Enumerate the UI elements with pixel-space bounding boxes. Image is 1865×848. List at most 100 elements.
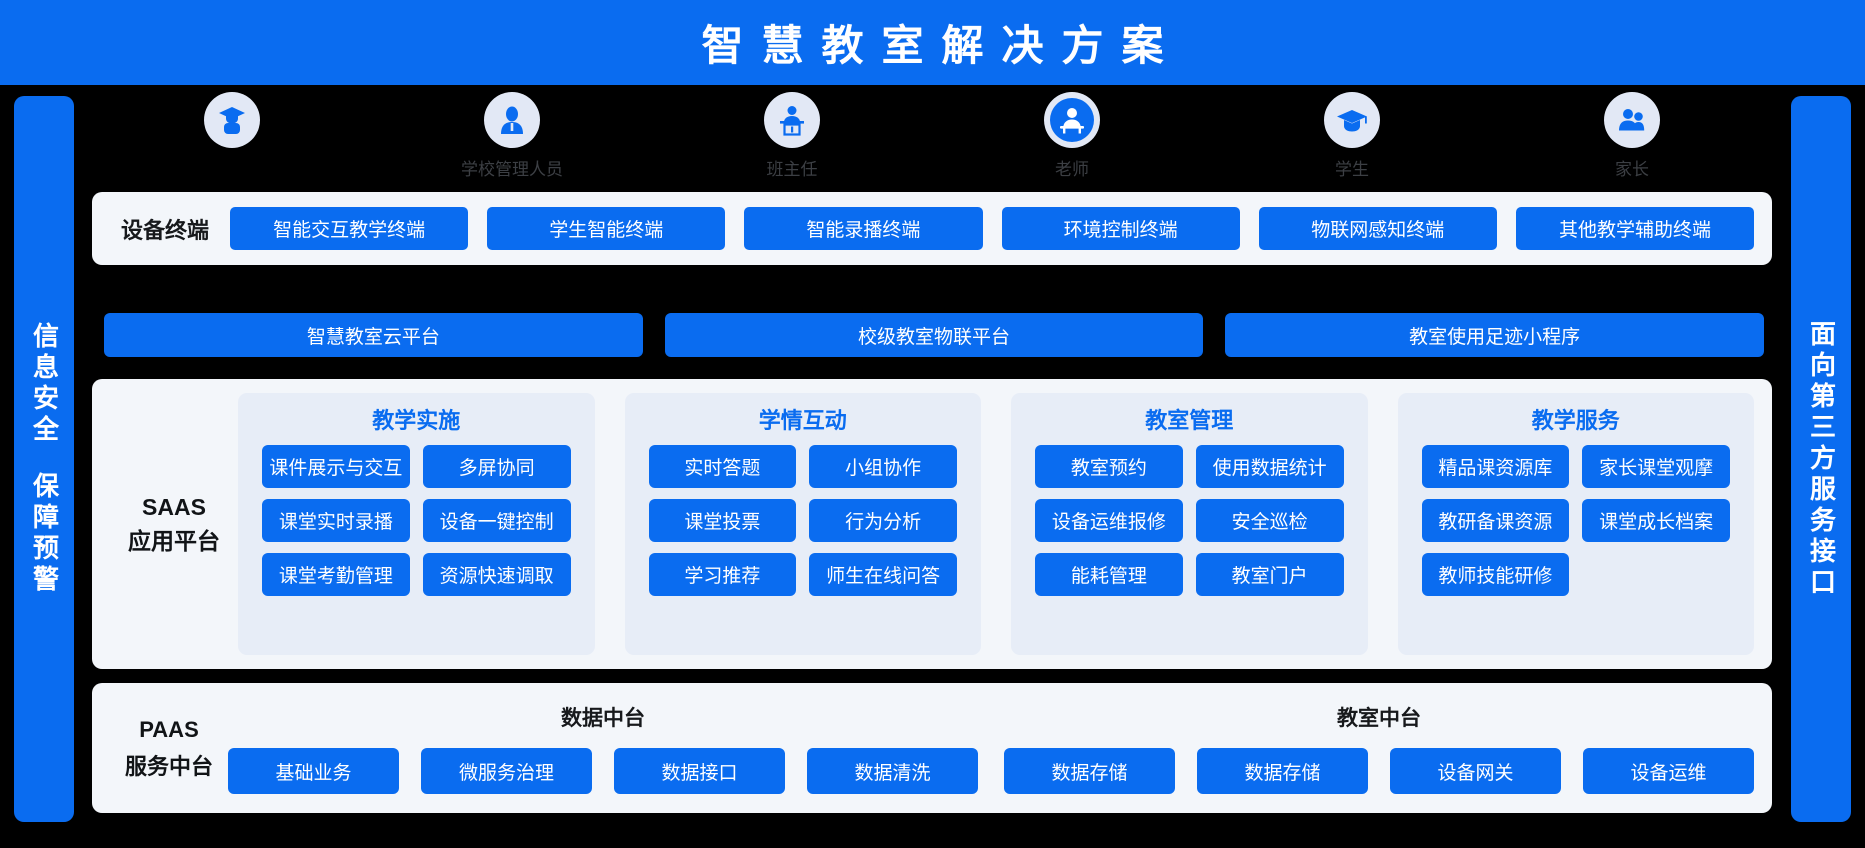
platform-bar-cloud[interactable]: 智慧教室云平台 <box>104 313 643 357</box>
saas-chip-learning-recommendation[interactable]: 学习推荐 <box>648 553 797 596</box>
role-label: 老师 <box>1055 160 1089 179</box>
saas-chip-quality-course-library[interactable]: 精品课资源库 <box>1421 445 1570 488</box>
left-rail-line-2: 保障预警 <box>29 472 60 596</box>
device-chip-environment-control[interactable]: 环境控制终端 <box>1001 207 1240 250</box>
paas-group-items: 数据存储 数据存储 设备网关 设备运维 <box>1004 748 1754 794</box>
group-title: 教学实施 <box>372 408 461 433</box>
role-avatar <box>1604 92 1660 148</box>
saas-chip-group-collaboration[interactable]: 小组协作 <box>809 445 957 488</box>
left-rail-information-security: 信息安全 保障预警 <box>14 96 74 822</box>
paas-chip-basic-business[interactable]: 基础业务 <box>228 748 399 794</box>
administrator-person-icon <box>501 106 523 134</box>
group-items: 精品课资源库 家长课堂观摩 教研备课资源 课堂成长档案 教师技能研修 <box>1421 445 1730 596</box>
saas-chip-safety-inspection[interactable]: 安全巡检 <box>1195 499 1344 542</box>
parents-couple-icon <box>1619 109 1645 131</box>
teacher-desk-icon <box>1050 98 1094 142</box>
role-avatar <box>1324 92 1380 148</box>
saas-chip-device-maintenance[interactable]: 设备运维报修 <box>1035 499 1183 542</box>
device-chip-smart-recording[interactable]: 智能录播终端 <box>744 207 983 250</box>
saas-chip-one-key-control[interactable]: 设备一键控制 <box>422 499 571 542</box>
role-label: 家长 <box>1615 160 1649 179</box>
paas-chip-device-gateway[interactable]: 设备网关 <box>1390 748 1561 794</box>
role-avatar <box>204 92 260 148</box>
role-item-teacher[interactable]: 老师 <box>932 92 1212 180</box>
saas-panel: SAAS 应用平台 教学实施 课件展示与交互 多屏协同 课堂实时录播 设备一键控… <box>92 379 1772 669</box>
device-terminal-items: 智能交互教学终端 学生智能终端 智能录播终端 环境控制终端 物联网感知终端 其他… <box>230 207 1755 250</box>
saas-chip-parent-observation[interactable]: 家长课堂观摩 <box>1582 445 1730 488</box>
device-chip-smart-interactive-teaching[interactable]: 智能交互教学终端 <box>230 207 469 250</box>
role-avatar <box>484 92 540 148</box>
device-terminal-label: 设备终端 <box>120 217 209 243</box>
group-items: 教室预约 使用数据统计 设备运维报修 安全巡检 能耗管理 教室门户 <box>1035 445 1344 596</box>
role-label: 学校管理人员 <box>461 160 563 179</box>
saas-chip-multi-screen[interactable]: 多屏协同 <box>422 445 571 488</box>
saas-chip-live-recording[interactable]: 课堂实时录播 <box>262 499 410 542</box>
saas-chip-classroom-booking[interactable]: 教室预约 <box>1035 445 1183 488</box>
paas-group-title: 教室中台 <box>1337 707 1421 730</box>
paas-group-data-midend: 数据中台 基础业务 微服务治理 数据接口 数据清洗 <box>228 702 978 794</box>
device-chip-other-teaching-aid[interactable]: 其他教学辅助终端 <box>1515 207 1755 250</box>
platform-row: 智慧教室云平台 校级教室物联平台 教室使用足迹小程序 <box>104 313 1765 357</box>
saas-chip-attendance[interactable]: 课堂考勤管理 <box>262 553 410 596</box>
paas-label-line-1: PAAS <box>139 716 199 742</box>
paas-chip-data-storage-1[interactable]: 数据存储 <box>1004 748 1175 794</box>
saas-label-line-1: SAAS <box>142 493 206 520</box>
saas-chip-resource-retrieval[interactable]: 资源快速调取 <box>422 553 571 596</box>
right-rail-third-party-interface: 面向第三方服务接口 <box>1791 96 1851 822</box>
role-item-head-teacher[interactable]: 班主任 <box>652 92 932 180</box>
group-title: 教室管理 <box>1145 408 1234 433</box>
device-chip-iot-sensing[interactable]: 物联网感知终端 <box>1258 207 1497 250</box>
role-avatar <box>764 92 820 148</box>
platform-bar-iot[interactable]: 校级教室物联平台 <box>664 313 1204 357</box>
paas-chip-data-storage-2[interactable]: 数据存储 <box>1197 748 1368 794</box>
saas-label-line-2: 应用平台 <box>128 528 220 554</box>
saas-group-learning-interaction: 学情互动 实时答题 小组协作 课堂投票 行为分析 学习推荐 师生在线问答 <box>624 393 981 655</box>
saas-group-teaching-service: 教学服务 精品课资源库 家长课堂观摩 教研备课资源 课堂成长档案 教师技能研修 <box>1397 393 1754 655</box>
group-items: 实时答题 小组协作 课堂投票 行为分析 学习推荐 师生在线问答 <box>648 445 957 596</box>
device-terminal-panel: 设备终端 智能交互教学终端 学生智能终端 智能录播终端 环境控制终端 物联网感知… <box>92 192 1772 265</box>
saas-chip-behavior-analysis[interactable]: 行为分析 <box>809 499 957 542</box>
page-header: 智慧教室解决方案 <box>0 0 1865 85</box>
paas-groups: 数据中台 基础业务 微服务治理 数据接口 数据清洗 教室中台 数据存储 数据存储… <box>228 702 1754 794</box>
paas-group-title: 数据中台 <box>561 707 645 730</box>
paas-chip-device-ops[interactable]: 设备运维 <box>1583 748 1754 794</box>
device-chip-student-smart[interactable]: 学生智能终端 <box>487 207 726 250</box>
role-label: 学生 <box>1335 160 1369 179</box>
saas-chip-growth-record[interactable]: 课堂成长档案 <box>1582 499 1730 542</box>
role-item-graduate[interactable] <box>92 92 372 155</box>
graduate-person-icon <box>219 107 245 134</box>
head-teacher-podium-icon <box>780 106 804 136</box>
saas-chip-online-qa[interactable]: 师生在线问答 <box>809 553 957 596</box>
saas-chip-lesson-prep-resource[interactable]: 教研备课资源 <box>1421 499 1570 542</box>
platform-bar-miniprogram[interactable]: 教室使用足迹小程序 <box>1225 313 1765 357</box>
role-label: 班主任 <box>766 160 818 179</box>
paas-label-line-2: 服务中台 <box>124 754 213 779</box>
role-item-parent[interactable]: 家长 <box>1492 92 1772 180</box>
group-items: 课件展示与交互 多屏协同 课堂实时录播 设备一键控制 课堂考勤管理 资源快速调取 <box>262 445 571 596</box>
saas-chip-realtime-answering[interactable]: 实时答题 <box>648 445 797 488</box>
right-rail-line-1: 面向第三方服务接口 <box>1806 319 1837 599</box>
saas-chip-classroom-portal[interactable]: 教室门户 <box>1195 553 1344 596</box>
left-rail-line-1: 信息安全 <box>29 322 60 446</box>
roles-row: 学校管理人员 班主任 <box>92 92 1772 188</box>
paas-chip-data-cleaning[interactable]: 数据清洗 <box>807 748 978 794</box>
page-title: 智慧教室解决方案 <box>701 22 1182 69</box>
role-item-student[interactable]: 学生 <box>1212 92 1492 180</box>
saas-label: SAAS 应用平台 <box>110 490 238 559</box>
paas-chip-data-interface[interactable]: 数据接口 <box>614 748 785 794</box>
saas-chip-energy-management[interactable]: 能耗管理 <box>1035 553 1183 596</box>
saas-chip-courseware-display[interactable]: 课件展示与交互 <box>262 445 410 488</box>
saas-chip-class-voting[interactable]: 课堂投票 <box>648 499 797 542</box>
paas-group-classroom-midend: 教室中台 数据存储 数据存储 设备网关 设备运维 <box>1004 702 1754 794</box>
paas-chip-microservice-governance[interactable]: 微服务治理 <box>421 748 592 794</box>
group-title: 学情互动 <box>758 408 847 433</box>
saas-chip-usage-statistics[interactable]: 使用数据统计 <box>1195 445 1344 488</box>
saas-group-classroom-management: 教室管理 教室预约 使用数据统计 设备运维报修 安全巡检 能耗管理 教室门户 <box>1011 393 1368 655</box>
paas-label: PAAS 服务中台 <box>110 711 228 786</box>
role-item-school-administrator[interactable]: 学校管理人员 <box>372 92 652 180</box>
role-avatar <box>1044 92 1100 148</box>
saas-group-teaching-implementation: 教学实施 课件展示与交互 多屏协同 课堂实时录播 设备一键控制 课堂考勤管理 资… <box>238 393 595 655</box>
paas-panel: PAAS 服务中台 数据中台 基础业务 微服务治理 数据接口 数据清洗 教室中台… <box>92 683 1772 813</box>
saas-chip-teacher-training[interactable]: 教师技能研修 <box>1421 553 1570 596</box>
